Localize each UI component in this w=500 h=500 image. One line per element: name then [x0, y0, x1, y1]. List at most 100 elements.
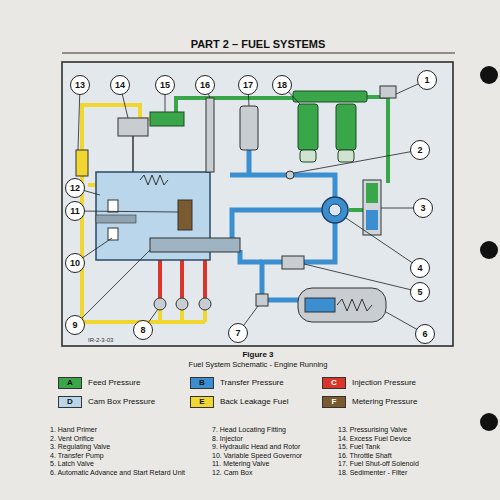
callout-circle [414, 199, 433, 218]
binder-hole [480, 66, 498, 431]
legend-text: Transfer Pressure [220, 377, 284, 389]
drawing-code: IR-2-3-03 [88, 337, 113, 344]
throttle-shaft [206, 98, 214, 172]
callout-circle [66, 179, 85, 198]
callout-number: 2 [410, 140, 430, 160]
back-leakage-line [160, 310, 205, 322]
regulating-valve [366, 183, 378, 203]
parts-list-item: 4. Transfer Pump [50, 452, 104, 460]
vent-orifice [286, 171, 294, 179]
callout-number: 17 [238, 75, 258, 95]
legend-swatch: C [322, 377, 346, 389]
callout-circle [411, 283, 430, 302]
hydraulic-head [150, 238, 240, 252]
callout-circle [416, 325, 435, 344]
figure-frame [62, 62, 453, 346]
callout-number: 6 [415, 324, 435, 344]
parts-list-item: 8. Injector [212, 435, 243, 443]
fuel-tank [150, 112, 184, 126]
callout-circle [229, 324, 248, 343]
transfer-line [232, 210, 322, 240]
cam-box [108, 228, 118, 240]
head-locating-fitting [256, 294, 268, 306]
vent-orifice [286, 171, 294, 179]
legend-text: Feed Pressure [88, 377, 140, 389]
binder-hole [480, 413, 498, 431]
legend-swatch: B [190, 377, 214, 389]
callout-number: 14 [110, 75, 130, 95]
parts-list-item: 6. Automatic Advance and Start Retard Un… [50, 469, 185, 477]
parts-list-item: 2. Vent Orifice [50, 435, 94, 443]
regulating-valve [366, 210, 378, 230]
callout-number: 15 [155, 75, 175, 95]
callout-circle [66, 71, 437, 344]
fuel-tank [150, 112, 184, 126]
metering-valve [178, 200, 192, 230]
legend-text: Injection Pressure [352, 377, 416, 389]
callout-circle [156, 76, 175, 95]
regulating-valve [363, 180, 381, 235]
sedimenter-filter [293, 91, 367, 102]
feed-line [365, 97, 388, 183]
transfer-line [240, 250, 262, 262]
callout-circle [411, 259, 430, 278]
advance-unit [298, 288, 386, 322]
leader-line [75, 250, 150, 325]
legend-text: Cam Box Pressure [88, 396, 155, 408]
parts-list-item: 18. Sedimenter - Filter [338, 469, 407, 477]
transfer-pump [322, 197, 348, 223]
callout-number: 9 [65, 315, 85, 335]
latch-valve [282, 256, 304, 269]
cam-box [140, 175, 168, 185]
excess-fuel-device [118, 118, 148, 136]
excess-fuel-device [118, 118, 148, 172]
legend-letter: A [59, 378, 81, 388]
legend-swatch: E [190, 396, 214, 408]
injector [154, 298, 211, 310]
advance-unit [298, 288, 386, 322]
throttle-shaft [206, 98, 214, 172]
parts-list-item: 10. Variable Speed Governor [212, 452, 302, 460]
pressurising-valve [76, 150, 88, 176]
parts-list-item: 1. Hand Primer [50, 426, 97, 434]
callout-circle [273, 76, 292, 95]
parts-list-item: 3. Regulating Valve [50, 443, 110, 451]
callout-circle [111, 76, 130, 95]
transfer-line [247, 150, 252, 175]
hydraulic-head [150, 238, 240, 252]
excess-fuel-device [132, 136, 134, 172]
hand-primer [380, 86, 396, 98]
shut-off-solenoid [240, 106, 258, 150]
parts-list-item: 9. Hydraulic Head and Rotor [212, 443, 300, 451]
callout-number: 5 [410, 282, 430, 302]
sedimenter-filter [300, 150, 316, 162]
leader-line [346, 218, 420, 268]
injector [154, 298, 166, 310]
figure-frame [62, 62, 453, 346]
regulating-valve [363, 180, 381, 235]
parts-list-item: 14. Excess Fuel Device [338, 435, 411, 443]
callout-number: 3 [413, 198, 433, 218]
sedimenter-filter [298, 104, 318, 150]
legend-letter: F [323, 397, 345, 407]
leader-line [75, 211, 178, 212]
injector [199, 298, 211, 310]
transfer-pump [329, 204, 341, 216]
back-leakage-line [82, 105, 150, 150]
callout-number: 10 [65, 253, 85, 273]
transfer-line [230, 150, 335, 300]
back-leakage-line [88, 183, 96, 187]
binder-hole [480, 241, 498, 259]
callout-circle [418, 71, 437, 90]
callout-number: 8 [133, 320, 153, 340]
parts-list-item: 12. Cam Box [212, 469, 252, 477]
callout-number: 16 [195, 75, 215, 95]
sedimenter-filter [336, 104, 356, 150]
callout-number: 1 [417, 70, 437, 90]
leader-line [304, 264, 420, 292]
parts-list-item: 5. Latch Valve [50, 460, 94, 468]
pressurising-valve [76, 150, 88, 176]
sedimenter-filter [338, 150, 354, 162]
callout-circle [66, 316, 85, 335]
binder-hole [480, 66, 498, 84]
